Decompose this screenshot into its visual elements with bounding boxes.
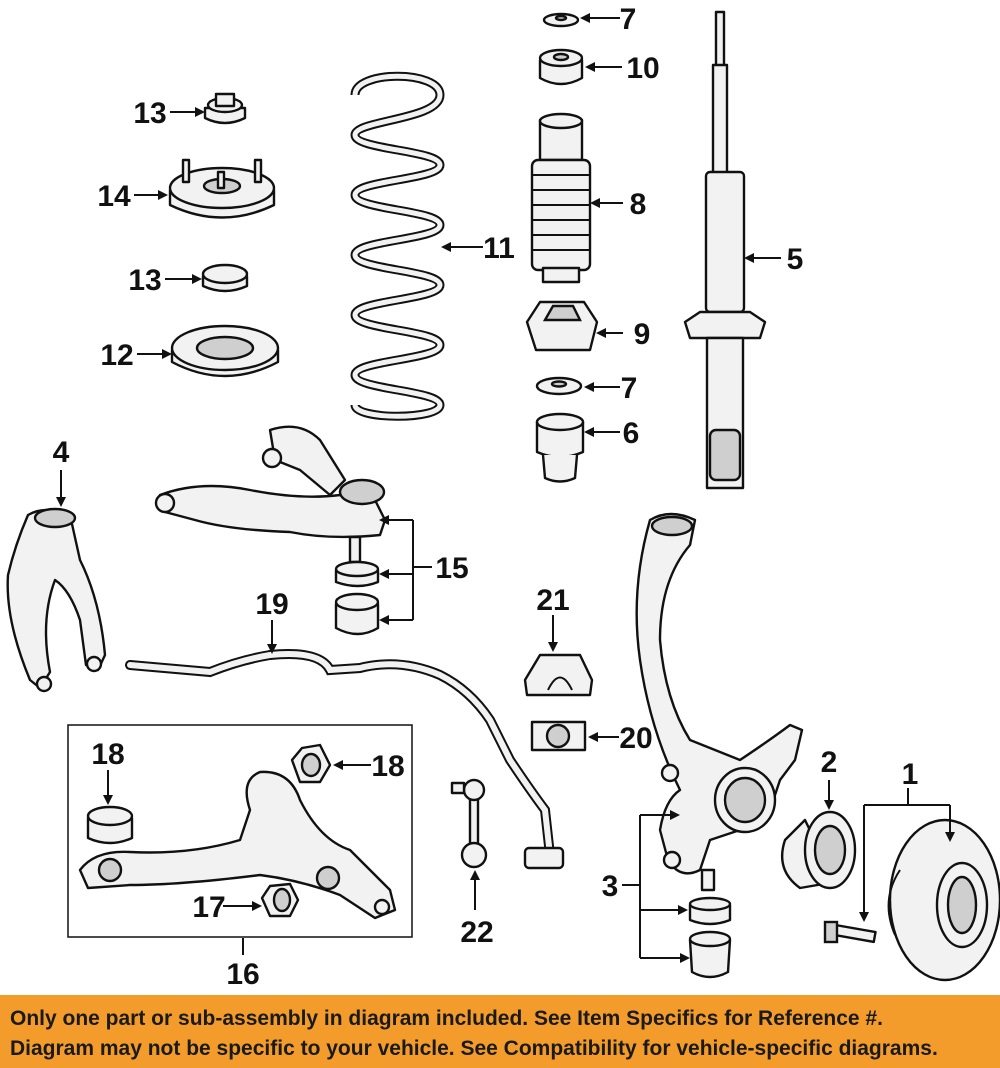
part-11-coil-spring [350, 71, 445, 421]
part-8-dust-boot [530, 112, 592, 284]
callout-21: 21 [536, 584, 569, 617]
part-5-strut [683, 10, 767, 490]
callout-18-right: 18 [371, 750, 404, 783]
part-6-bump-stop [535, 412, 585, 483]
part-3-steering-knuckle [635, 512, 804, 979]
part-19-stabilizer-bar [125, 649, 565, 870]
leader-lines [56, 13, 955, 963]
part-4-fork [6, 507, 107, 693]
callout-7-top: 7 [620, 3, 637, 36]
part-15-upper-control-arm [154, 425, 387, 636]
callout-5: 5 [787, 243, 804, 276]
callout-20: 20 [619, 722, 652, 755]
part-7-washer-lower [535, 376, 583, 396]
part-9-bracket [525, 300, 599, 352]
callout-15: 15 [435, 552, 468, 585]
callout-13-upper: 13 [133, 97, 166, 130]
part-21-stabilizer-bracket [523, 653, 594, 697]
callout-14: 14 [97, 180, 131, 213]
part-18-bushing-right [290, 743, 332, 784]
callout-2: 2 [821, 746, 838, 779]
callout-7-lower: 7 [621, 372, 638, 405]
part-7-washer-upper [542, 12, 580, 28]
part-13-mount-rubber-upper [203, 92, 247, 125]
callout-1: 1 [902, 758, 919, 791]
callout-17: 17 [192, 891, 225, 924]
part-12-spring-seat [170, 324, 280, 378]
callout-18-left: 18 [91, 738, 124, 771]
suspension-parts-diagram: 1 2 3 4 5 6 7 7 8 9 10 11 12 13 13 14 15… [6, 3, 1000, 991]
callout-3: 3 [602, 870, 619, 903]
callout-11: 11 [483, 232, 515, 265]
callout-4: 4 [53, 436, 70, 469]
part-2-wheel-bearing [780, 810, 857, 890]
disclaimer-line-1: Only one part or sub-assembly in diagram… [10, 1007, 883, 1030]
callout-12: 12 [100, 339, 133, 372]
part-14-top-mount [168, 158, 276, 219]
part-20-stabilizer-bushing [530, 720, 587, 752]
part-17-bushing [260, 882, 300, 918]
disclaimer-line-2: Diagram may not be specific to your vehi… [10, 1037, 938, 1060]
callout-6: 6 [623, 417, 640, 450]
part-18-bushing-left [86, 805, 134, 845]
part-1-wheel-hub [823, 818, 1000, 982]
callout-9: 9 [634, 318, 651, 351]
disclaimer-banner: Only one part or sub-assembly in diagram… [0, 995, 1000, 1068]
callout-13-lower: 13 [128, 264, 161, 297]
callout-8: 8 [630, 188, 647, 221]
callout-22: 22 [460, 916, 493, 949]
part-10-bushing [538, 48, 584, 86]
part-22-stabilizer-link [450, 778, 488, 869]
callout-16: 16 [226, 958, 259, 991]
callout-19: 19 [255, 588, 288, 621]
part-16-inset-box [67, 724, 413, 938]
callout-10: 10 [626, 52, 659, 85]
part-16-lower-control-arm [78, 770, 397, 920]
part-13-mount-rubber-lower [201, 263, 249, 293]
